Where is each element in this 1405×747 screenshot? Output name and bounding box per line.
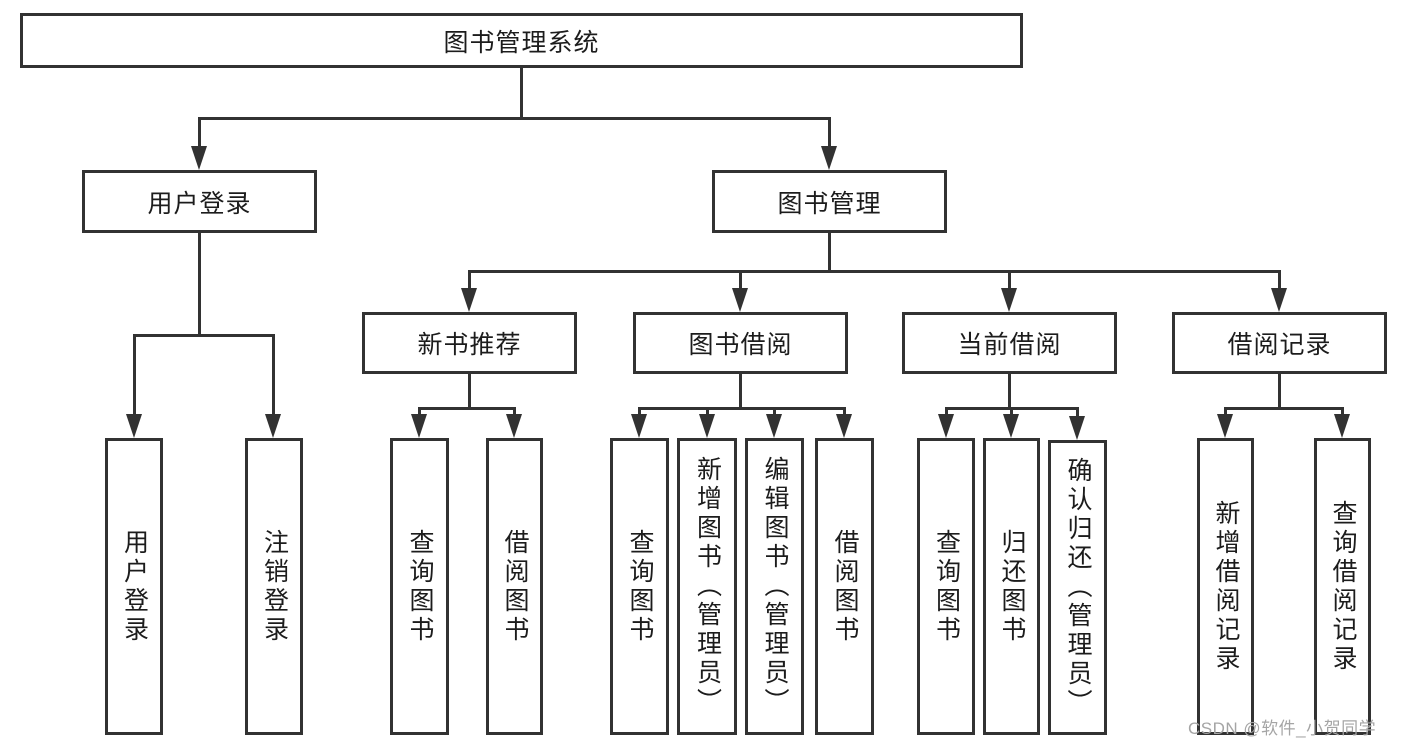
csdn-watermark: CSDN @软件_小贺同学 bbox=[1188, 719, 1377, 738]
node-label: 图书管理系统 bbox=[443, 28, 600, 57]
node-label: 新增借阅记录 bbox=[1212, 499, 1240, 674]
connector-line bbox=[945, 407, 948, 418]
connector-line bbox=[198, 117, 201, 149]
connector-line bbox=[468, 270, 1280, 273]
leaf-nb-query-books: 查询图书 bbox=[390, 438, 449, 735]
node-library-management-system: 图书管理系统 bbox=[20, 13, 1023, 68]
arrow-down-icon bbox=[265, 414, 281, 438]
connector-line bbox=[418, 407, 421, 418]
node-label: 注销登录 bbox=[260, 528, 289, 645]
arrow-down-icon bbox=[126, 414, 142, 438]
leaf-cb-return-books: 归还图书 bbox=[983, 438, 1040, 735]
leaf-cb-query-books: 查询图书 bbox=[917, 438, 975, 735]
node-label: 查询图书 bbox=[626, 528, 654, 645]
arrow-down-icon bbox=[411, 414, 427, 438]
connector-line bbox=[198, 117, 831, 120]
arrow-down-icon bbox=[938, 414, 954, 438]
arrow-down-icon bbox=[699, 414, 715, 438]
connector-line bbox=[468, 270, 471, 290]
node-borrowing-records: 借阅记录 bbox=[1172, 312, 1387, 374]
connector-line bbox=[638, 407, 641, 418]
node-label: 归还图书 bbox=[998, 528, 1026, 645]
node-new-book-recommend: 新书推荐 bbox=[362, 312, 577, 374]
connector-line bbox=[1076, 407, 1079, 418]
arrow-down-icon bbox=[1217, 414, 1233, 438]
connector-line bbox=[843, 407, 846, 418]
leaf-br-add-borrow-record: 新增借阅记录 bbox=[1197, 438, 1254, 735]
node-label: 编辑图书（管理员） bbox=[761, 456, 789, 717]
connector-line bbox=[739, 372, 742, 409]
node-label: 新增图书（管理员） bbox=[693, 456, 722, 717]
connector-line bbox=[773, 407, 776, 418]
node-label: 用户登录 bbox=[147, 189, 252, 218]
leaf-logout-login: 注销登录 bbox=[245, 438, 303, 735]
connector-line bbox=[1341, 407, 1344, 418]
node-label: 借阅记录 bbox=[1227, 331, 1332, 359]
connector-line bbox=[513, 407, 516, 418]
arrow-down-icon bbox=[461, 288, 477, 312]
connector-line bbox=[1224, 407, 1227, 418]
node-current-borrowing: 当前借阅 bbox=[902, 312, 1117, 374]
connector-line bbox=[418, 407, 516, 410]
leaf-user-login: 用户登录 bbox=[105, 438, 163, 735]
connector-line bbox=[272, 334, 275, 416]
node-label: 借阅图书 bbox=[831, 528, 859, 645]
arrow-down-icon bbox=[821, 146, 837, 170]
node-label: 借阅图书 bbox=[501, 528, 529, 645]
leaf-bb-query-books: 查询图书 bbox=[610, 438, 669, 735]
arrow-down-icon bbox=[1271, 288, 1287, 312]
connector-line bbox=[133, 334, 136, 416]
node-label: 当前借阅 bbox=[957, 331, 1062, 359]
node-label: 确认归还（管理员） bbox=[1064, 457, 1092, 718]
leaf-bb-edit-books-admin: 编辑图书（管理员） bbox=[745, 438, 804, 735]
node-label: 图书管理 bbox=[777, 189, 882, 218]
node-label: 查询图书 bbox=[932, 528, 961, 645]
connector-line bbox=[1010, 407, 1013, 418]
arrow-down-icon bbox=[766, 414, 782, 438]
connector-line bbox=[739, 270, 742, 290]
connector-line bbox=[638, 407, 846, 410]
node-label: 查询图书 bbox=[406, 528, 434, 645]
connector-line bbox=[1278, 372, 1281, 409]
connector-line bbox=[706, 407, 709, 418]
node-book-management: 图书管理 bbox=[712, 170, 947, 233]
connector-line bbox=[1224, 407, 1344, 410]
arrow-down-icon bbox=[1003, 414, 1019, 438]
arrow-down-icon bbox=[1001, 288, 1017, 312]
connector-line bbox=[468, 372, 471, 409]
node-label: 用户登录 bbox=[120, 528, 149, 645]
leaf-cb-confirm-return-admin: 确认归还（管理员） bbox=[1048, 440, 1107, 735]
arrow-down-icon bbox=[191, 146, 207, 170]
arrow-down-icon bbox=[1334, 414, 1350, 438]
connector-line bbox=[198, 231, 201, 337]
leaf-br-query-borrow-record: 查询借阅记录 bbox=[1314, 438, 1371, 735]
node-label: 查询借阅记录 bbox=[1329, 499, 1357, 674]
connector-line bbox=[1008, 270, 1011, 290]
leaf-nb-borrow-books: 借阅图书 bbox=[486, 438, 543, 735]
arrow-down-icon bbox=[836, 414, 852, 438]
connector-line bbox=[1278, 270, 1281, 290]
leaf-bb-add-books-admin: 新增图书（管理员） bbox=[677, 438, 737, 735]
node-user-login: 用户登录 bbox=[82, 170, 317, 233]
leaf-bb-borrow-books: 借阅图书 bbox=[815, 438, 874, 735]
connector-line bbox=[828, 117, 831, 149]
node-label: 新书推荐 bbox=[417, 331, 522, 359]
arrow-down-icon bbox=[506, 414, 522, 438]
connector-line bbox=[133, 334, 275, 337]
node-label: 图书借阅 bbox=[688, 331, 793, 359]
arrow-down-icon bbox=[631, 414, 647, 438]
connector-line bbox=[520, 66, 523, 120]
node-book-borrowing: 图书借阅 bbox=[633, 312, 848, 374]
connector-line bbox=[1008, 372, 1011, 409]
arrow-down-icon bbox=[1069, 416, 1085, 440]
arrow-down-icon bbox=[732, 288, 748, 312]
connector-line bbox=[828, 231, 831, 273]
